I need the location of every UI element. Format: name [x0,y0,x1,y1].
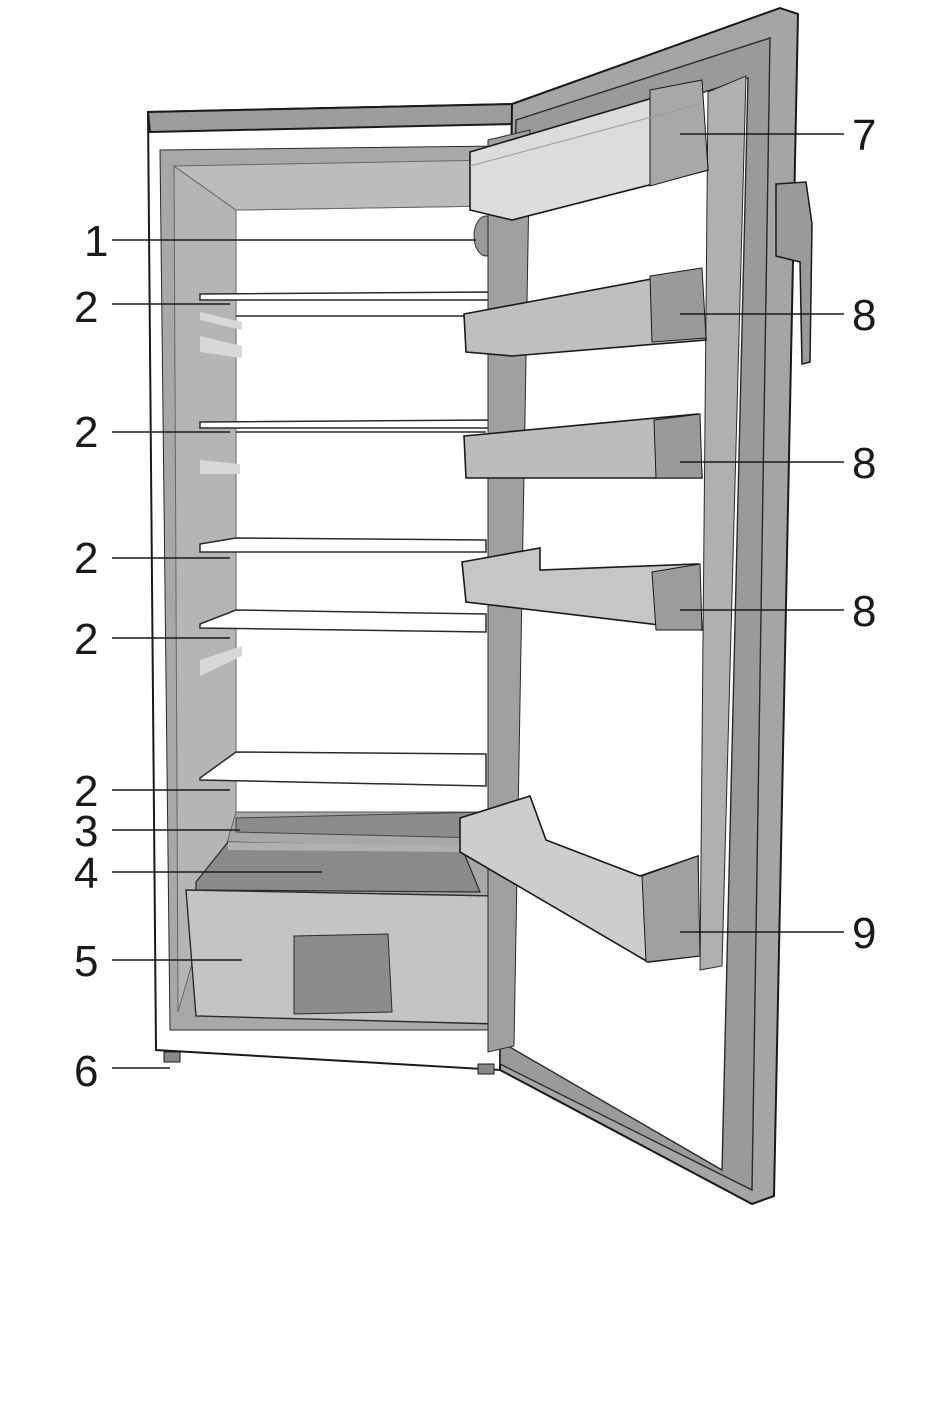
callout-label: 8 [852,587,876,636]
callout-label: 2 [74,408,98,457]
callout-label: 2 [74,283,98,332]
callout-label: 2 [74,534,98,583]
glass-shelf [200,752,486,786]
callout-label: 5 [74,937,98,986]
adjustable-foot [164,1052,180,1062]
glass-shelf [200,610,486,632]
callout-label: 9 [852,909,876,958]
callout-label: 7 [852,111,876,160]
callout-label: 6 [74,1047,98,1096]
crisper-handle [294,934,392,1014]
glass-shelf [200,538,486,552]
callout-label: 1 [84,217,108,266]
door [460,8,812,1204]
callout-label: 2 [74,615,98,664]
callout-label: 8 [852,291,876,340]
cabinet [148,104,512,1074]
adjustable-foot [478,1064,494,1074]
callout-label: 4 [74,849,98,898]
callout-label: 8 [852,439,876,488]
